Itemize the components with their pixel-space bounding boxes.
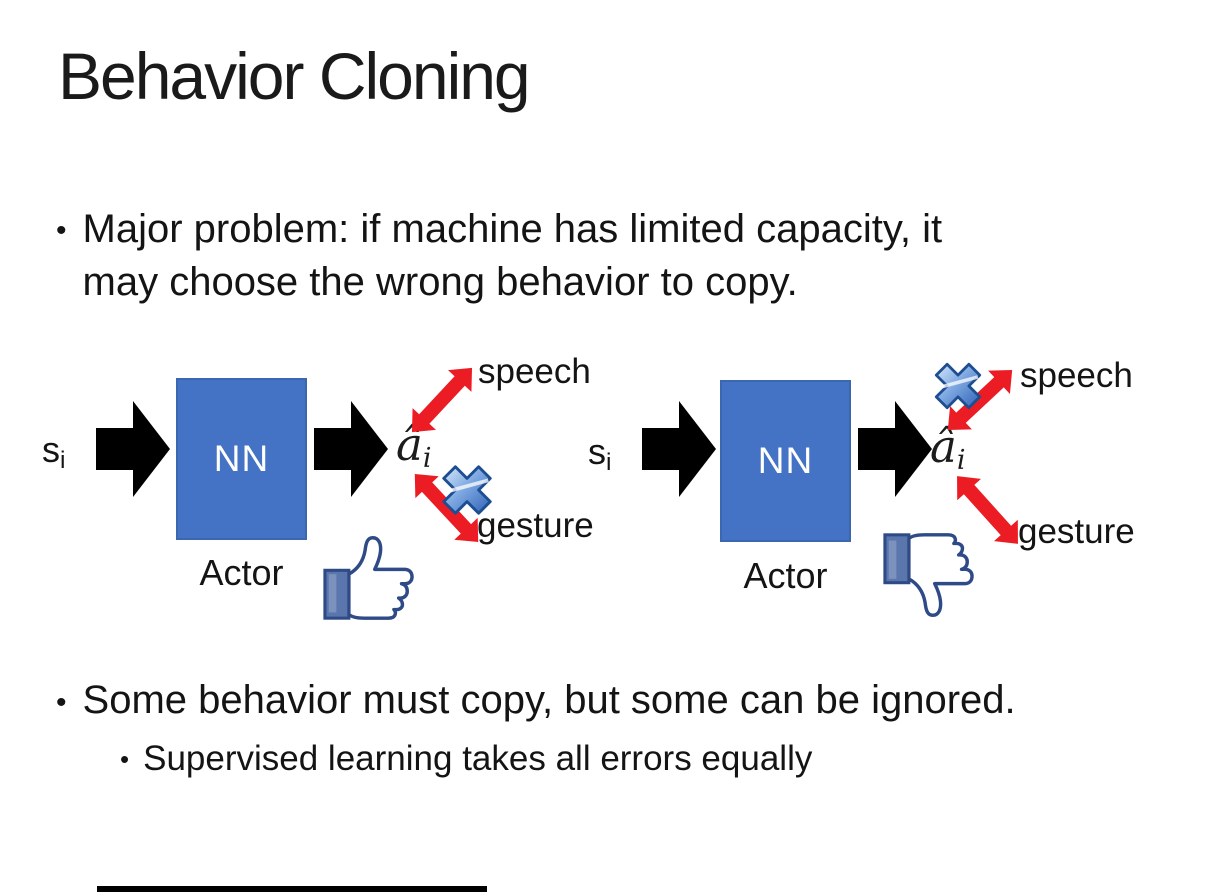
thumbs-down-icon [883,533,974,617]
actor-label: Actor [199,552,284,593]
gesture-label: gesture [1018,512,1135,551]
double-arrow-icon [947,369,1013,431]
input-state-label: si [42,429,66,475]
actor-label: Actor [743,555,828,596]
nn-label: NN [757,440,814,481]
speech-label: speech [1020,356,1133,395]
bullet-marker: • [120,744,130,774]
block-arrow-icon [858,401,932,497]
clipped-bottom-bar [97,886,487,892]
nn-actor-box: NN [720,380,851,542]
sub-bullet-supervised: • Supervised learning takes all errors e… [120,738,812,780]
bullet-text: Major problem: if machine has limited ca… [82,207,943,304]
double-arrow-icon [411,367,473,433]
bullet-marker: • [56,214,67,247]
page-title: Behavior Cloning [58,39,531,113]
speech-label: speech [478,352,591,391]
bullet-marker: • [56,686,67,719]
block-arrow-icon [96,401,170,497]
bullet-text: Some behavior must copy, but some can be… [82,678,1016,722]
thumbs-up-icon [323,536,414,620]
block-arrow-icon [642,401,716,497]
cross-x-icon [934,362,982,410]
nn-label: NN [213,438,270,479]
bullet-some-behavior: • Some behavior must copy, but some can … [56,676,1016,729]
bullet-major-problem: • Major problem: if machine has limited … [56,203,942,309]
double-arrow-icon [414,473,479,543]
nn-actor-box: NN [176,378,307,540]
double-arrow-icon [957,476,1018,544]
gesture-label: gesture [477,506,594,545]
bullet-text: Supervised learning takes all errors equ… [143,739,813,778]
block-arrow-icon [314,401,388,497]
input-state-label: si [588,431,612,477]
cross-x-icon [442,465,492,515]
